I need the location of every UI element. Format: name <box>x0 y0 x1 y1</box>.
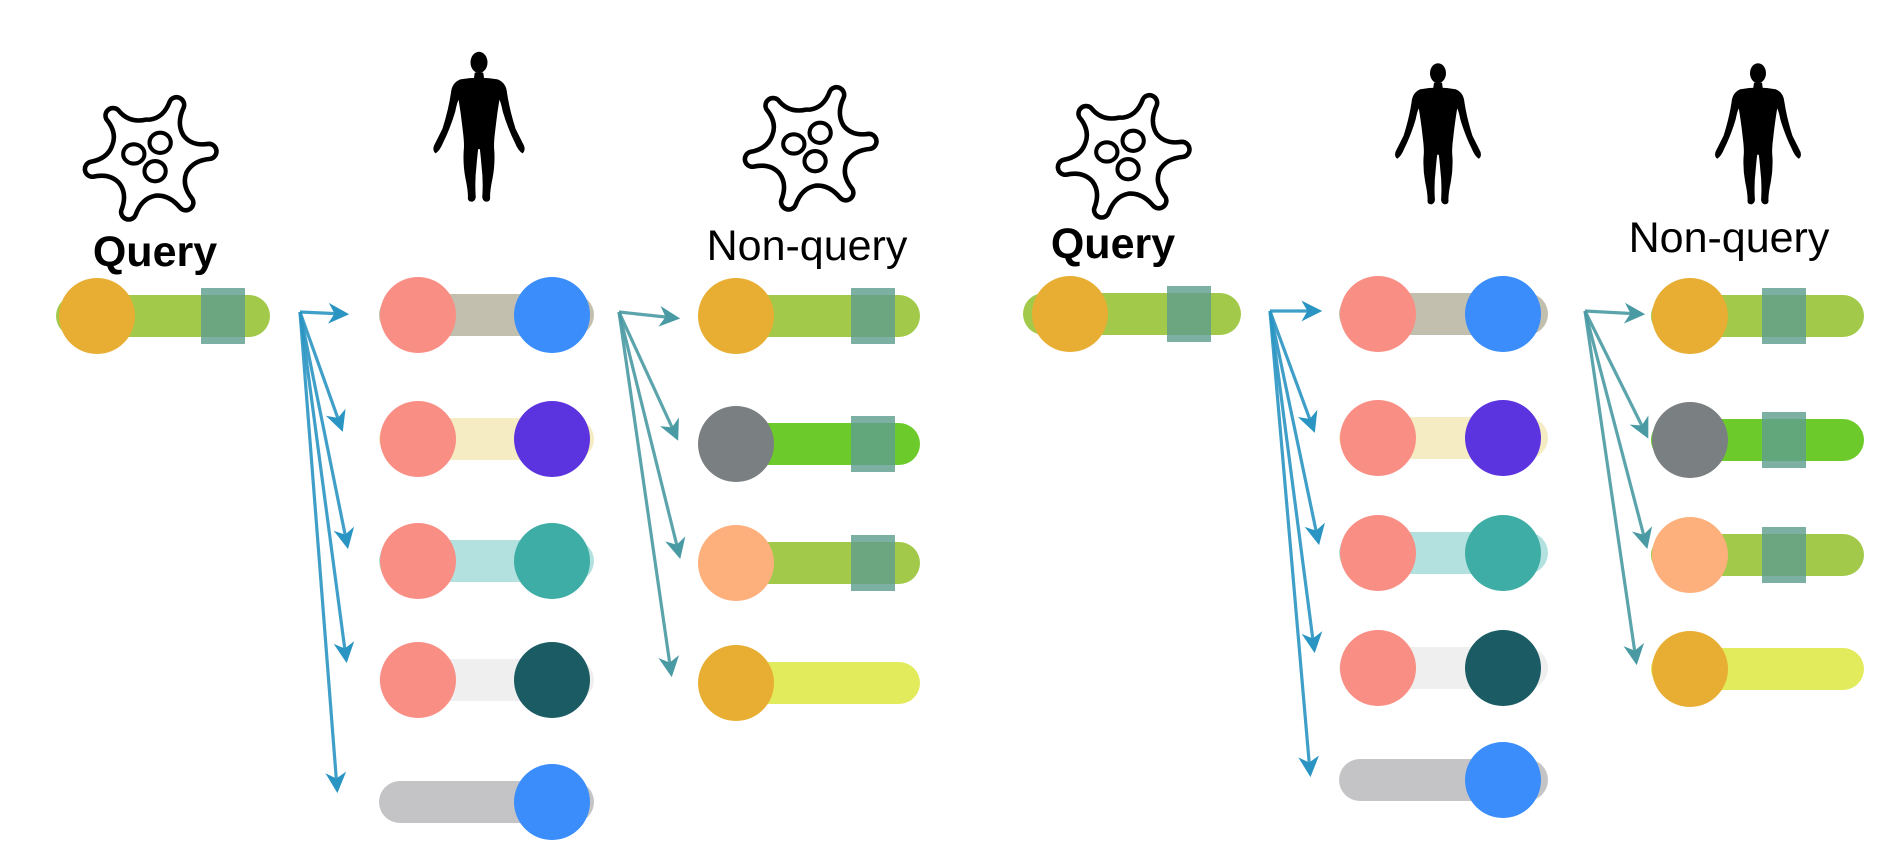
residue-circle <box>514 642 590 718</box>
residue-circle <box>1465 742 1541 818</box>
residue-circle <box>1032 276 1108 352</box>
arrow <box>298 311 355 664</box>
virus-icon <box>85 97 217 219</box>
residue-circle <box>59 278 135 354</box>
human-figure-icon <box>1395 63 1481 205</box>
residue-circle <box>1340 276 1416 352</box>
virus-icon <box>745 87 877 209</box>
motif-marker <box>201 288 245 344</box>
residue-circle <box>380 277 456 353</box>
residue-circle <box>1340 630 1416 706</box>
residue-circle <box>514 523 590 599</box>
arrow <box>299 302 350 324</box>
arrow <box>617 311 680 678</box>
residue-circle <box>1652 278 1728 354</box>
nonquery-label: Non-query <box>1629 214 1830 262</box>
query-label: Query <box>93 228 217 276</box>
arrow <box>1583 310 1645 666</box>
bar-group <box>1023 276 1864 818</box>
residue-circle <box>698 525 774 601</box>
residue-circle <box>380 523 456 599</box>
motif-marker <box>851 416 895 472</box>
right-panel <box>1023 276 1864 818</box>
motif-marker <box>1762 527 1806 583</box>
arrow <box>618 305 681 327</box>
arrow <box>298 311 355 550</box>
residue-circle <box>1465 400 1541 476</box>
residue-circle <box>514 401 590 477</box>
arrow <box>1583 310 1649 439</box>
residue-circle <box>380 642 456 718</box>
motif-marker <box>1762 288 1806 344</box>
arrow <box>1268 310 1325 546</box>
arrow-group <box>1268 300 1653 778</box>
residue-circle <box>1340 400 1416 476</box>
residue-circle <box>1652 517 1728 593</box>
residue-circle <box>698 406 774 482</box>
residue-circle <box>1340 515 1416 591</box>
motif-marker <box>851 288 895 344</box>
residue-circle <box>1465 515 1541 591</box>
residue-circle <box>1465 276 1541 352</box>
residue-circle <box>698 645 774 721</box>
motif-marker <box>1762 412 1806 468</box>
arrow <box>617 311 686 560</box>
arrow <box>1584 302 1646 324</box>
residue-circle <box>514 277 590 353</box>
arrow <box>1268 310 1318 433</box>
query-label: Query <box>1051 220 1175 268</box>
virus-icon <box>1058 95 1190 217</box>
arrow <box>1583 310 1653 550</box>
arrow <box>1268 310 1320 778</box>
motif-marker <box>1167 286 1211 342</box>
arrow <box>298 311 346 432</box>
arrow-group <box>298 302 686 794</box>
human-figure-icon <box>433 51 525 202</box>
residue-circle <box>698 278 774 354</box>
arrow <box>1268 310 1323 654</box>
residue-circle <box>514 764 590 840</box>
residue-circle <box>1465 630 1541 706</box>
human-figure-icon <box>1715 63 1801 205</box>
arrow <box>617 311 679 441</box>
motif-marker <box>851 535 895 591</box>
arrow <box>298 311 347 794</box>
residue-circle <box>380 401 456 477</box>
left-panel <box>56 277 920 840</box>
residue-circle <box>1652 631 1728 707</box>
nonquery-label: Non-query <box>707 222 908 270</box>
residue-circle <box>1652 402 1728 478</box>
bar-group <box>56 277 920 840</box>
